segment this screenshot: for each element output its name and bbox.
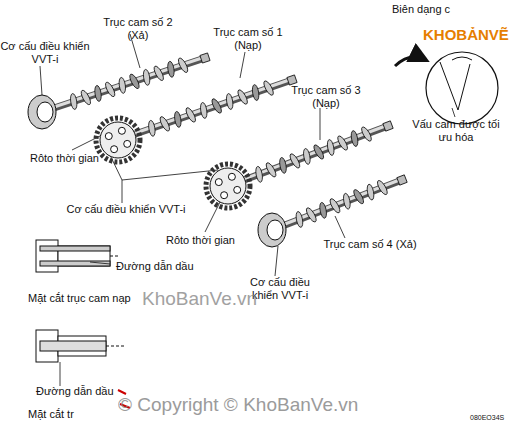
watermark: © Copyright © KhoBanVe.vn: [118, 394, 358, 416]
part-label: Rôto thời gian: [30, 152, 99, 165]
part-label: Mặt cắt tr: [28, 408, 74, 421]
watermark: KHOBẢNVẼ: [423, 26, 509, 43]
exhaust-cam-section: [36, 330, 130, 408]
part-label: Rôto thời gian: [166, 234, 235, 247]
part-label: Trục cam số 4 (Xả): [320, 238, 420, 251]
camshaft: [96, 75, 297, 162]
cam-profile-inset: [395, 52, 498, 124]
part-label: Cơ cấu điều khiển VVT-i: [0, 40, 90, 66]
figure-code: 080EO34S: [470, 414, 504, 422]
part-label: Đường dẫn dầu: [116, 260, 194, 273]
part-label: Mặt cắt trục cam nạp: [28, 292, 131, 305]
part-label: Cơ cấu điều khiển VVT-i: [66, 203, 186, 216]
part-label: Trục cam số 3 (Nạp): [286, 84, 366, 110]
watermark: KhoBanVe.vn: [142, 288, 257, 310]
part-label: Đường dẫn dầu: [36, 385, 114, 398]
part-label: Trục cam số 1 (Nạp): [208, 26, 288, 52]
part-label: Trục cam số 2 (Xả): [98, 16, 178, 42]
part-label: Vấu cam được tối ưu hóa: [410, 118, 502, 144]
intake-cam-section: [36, 240, 118, 272]
part-label: Biên dạng c: [392, 3, 450, 16]
camshaft: [258, 175, 407, 247]
